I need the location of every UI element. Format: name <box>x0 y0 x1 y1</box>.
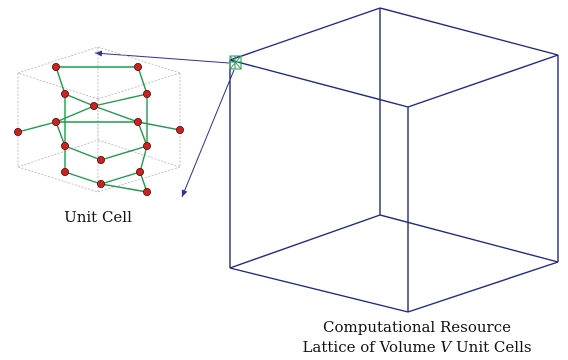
zoom-arrows <box>94 50 235 198</box>
lattice-bond <box>137 121 181 131</box>
lattice-atom <box>133 118 142 127</box>
cube-edge <box>229 7 381 61</box>
lattice-atom <box>175 126 184 135</box>
lattice-atom <box>13 127 22 136</box>
lattice-bond <box>100 145 148 161</box>
lattice-atom <box>90 102 99 111</box>
resource-subtitle: Lattice of Volume V Unit Cells <box>302 338 531 356</box>
unit-cell-diagram <box>13 46 184 196</box>
cube-edge <box>229 214 381 269</box>
resource-title: Computational Resource <box>323 318 511 336</box>
unit-cell-box-edge <box>17 139 99 168</box>
cube-edge <box>229 59 409 108</box>
lattice-atom <box>97 155 106 164</box>
lattice-atom <box>61 90 70 99</box>
lattice-atom <box>135 167 144 176</box>
unit-cell-box-edge <box>97 46 181 74</box>
zoom-arrow-upper <box>94 50 230 64</box>
unit-cell-box-edge <box>97 139 181 168</box>
cube-edge <box>379 214 559 263</box>
lattice-bond <box>55 66 66 95</box>
lattice-bond <box>93 93 148 107</box>
lattice-bond <box>137 66 148 95</box>
lattice-atom <box>97 179 106 188</box>
lattice-atom <box>142 90 151 99</box>
lattice-bond <box>55 121 66 147</box>
lattice-atom <box>133 63 142 72</box>
lattice-bond <box>64 145 102 161</box>
cube-edge <box>407 54 559 108</box>
lattice-atom <box>52 63 61 72</box>
lattice-bond <box>17 121 57 133</box>
cube-edge <box>379 7 559 56</box>
resource-lattice-cube <box>229 7 559 313</box>
lattice-atom <box>142 141 151 150</box>
unit-cell-box-edge <box>97 166 181 193</box>
lattice-atom <box>61 141 70 150</box>
unit-cell-label: Unit Cell <box>64 208 132 226</box>
lattice-atoms <box>13 63 184 196</box>
lattice-bond <box>64 93 95 107</box>
cube-edge <box>229 267 409 313</box>
lattice-bond <box>137 121 148 147</box>
lattice-atom <box>52 118 61 127</box>
unit-cell-box <box>17 46 181 193</box>
lattice-bond <box>139 145 148 173</box>
cube-edge <box>407 261 559 313</box>
mini-unit-cell <box>229 55 242 70</box>
lattice-atom <box>142 187 151 196</box>
zoom-arrow-lower <box>181 69 235 198</box>
lattice-bond <box>100 183 148 193</box>
lattice-bonds <box>17 66 181 193</box>
unit-cell-box-edge <box>17 72 99 100</box>
lattice-bond <box>55 105 95 123</box>
unit-cell-box-edge <box>17 46 99 74</box>
unit-cell-box-edge <box>97 72 181 100</box>
lattice-bond <box>64 171 102 185</box>
lattice-bond <box>93 105 139 123</box>
lattice-bond <box>100 171 141 185</box>
lattice-atom <box>61 167 70 176</box>
